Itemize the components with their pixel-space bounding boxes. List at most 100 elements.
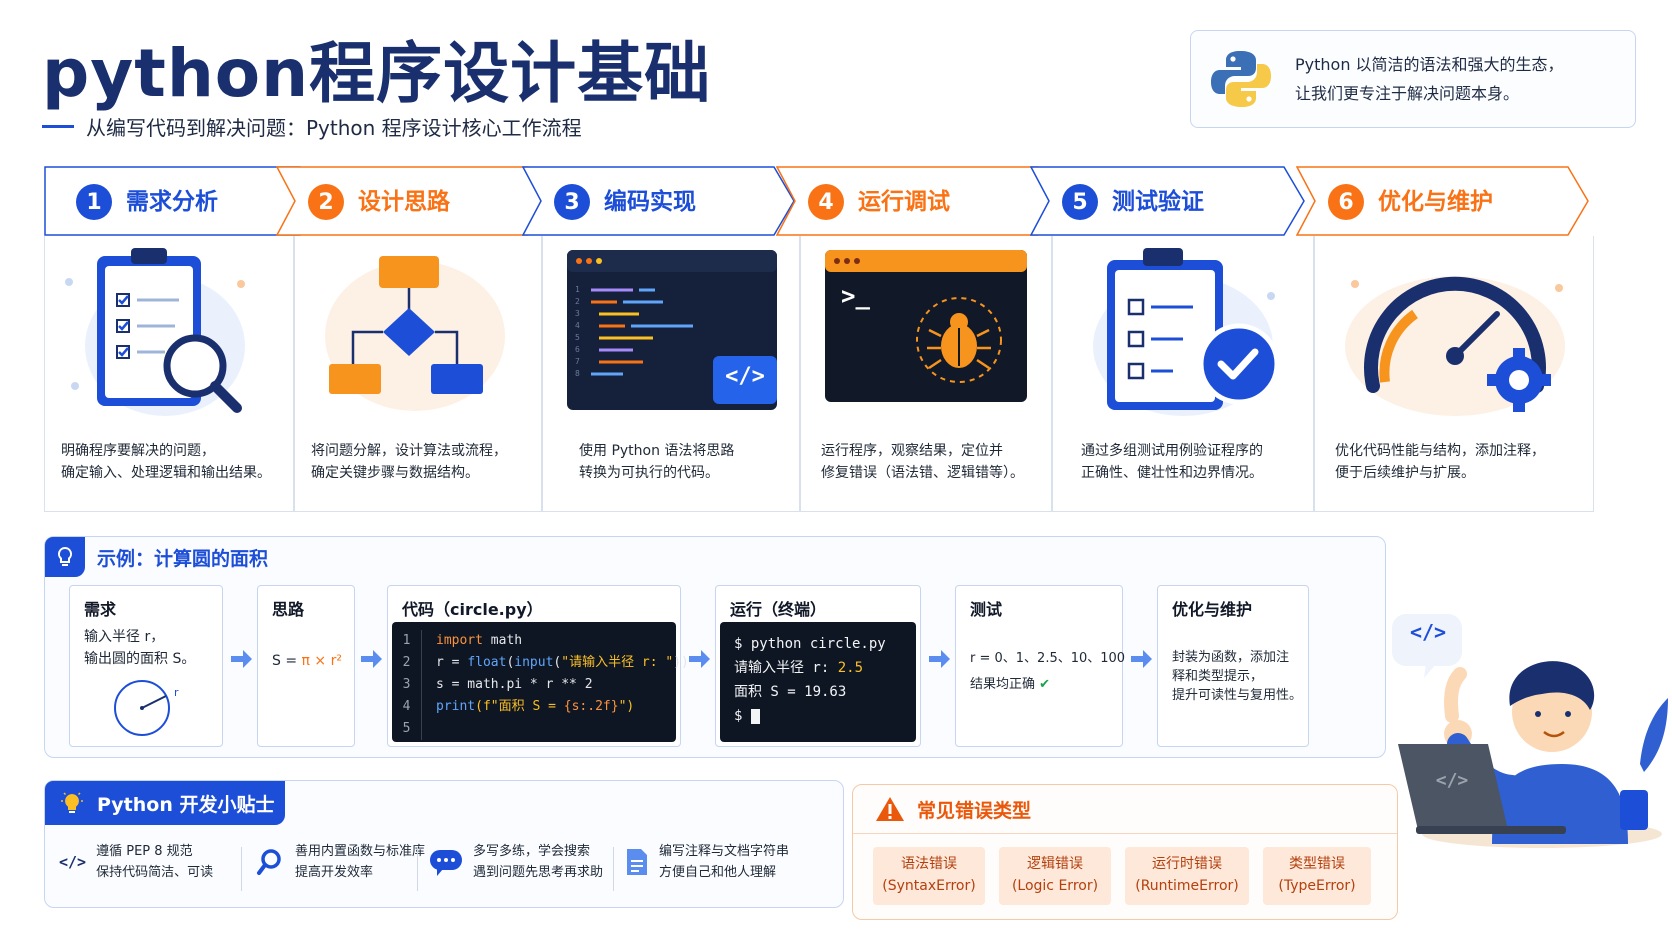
tips-header: Python 开发小贴士 — [45, 781, 285, 825]
example-opt-card: 优化与维护 封装为函数，添加注 释和类型提示， 提升可读性与复用性。 — [1157, 585, 1309, 747]
step-3-header: 3 编码实现 — [522, 166, 812, 236]
step-5-banner — [1030, 166, 1305, 236]
example-panel: 示例：计算圆的面积 需求 输入半径 r， 输出圆的面积 S。 r 思路 S = … — [44, 536, 1386, 758]
errors-panel: 常见错误类型 语法错误(SyntaxError) 逻辑错误(Logic Erro… — [852, 784, 1398, 920]
example-idea-heading: 思路 — [272, 600, 305, 619]
radius-label: r — [174, 686, 179, 699]
flowchart-icon — [325, 256, 505, 411]
arrow-right-icon — [361, 650, 382, 668]
subtitle-line — [42, 125, 74, 128]
example-test-values: r = 0、1、2.5、10、100 — [970, 651, 1126, 666]
step-5-card: 通过多组测试用例验证程序的 正确性、健壮性和边界情况。 — [1052, 236, 1314, 512]
tip-divider — [241, 847, 242, 891]
code-line-1: import math — [436, 630, 689, 652]
code-tag-icon: </> — [59, 853, 87, 871]
quote-line-2: 让我们更专注于解决问题本身。 — [1295, 84, 1520, 103]
code-line-3: s = math.pi * r ** 2 — [436, 677, 593, 692]
svg-text:5: 5 — [575, 333, 580, 342]
code-function: print — [436, 699, 476, 714]
terminal-line-3: 面积 S = 19.63 — [734, 684, 847, 700]
code-function: float — [467, 655, 507, 670]
page-subtitle: 从编写代码到解决问题：Python 程序设计核心工作流程 — [42, 112, 582, 141]
svg-text:7: 7 — [575, 357, 580, 366]
example-header: 示例：计算圆的面积 — [45, 537, 268, 577]
example-idea-card: 思路 S = π × r² — [257, 585, 355, 747]
code-text: )) — [673, 655, 689, 670]
terminal-output: $ python circle.py 请输入半径 r: 2.5 面积 S = 1… — [720, 622, 916, 742]
tip-line-2: 遇到问题先思考再求助 — [473, 865, 604, 880]
circle-radius-icon — [114, 680, 170, 736]
example-opt-line-3: 提升可读性与复用性。 — [1172, 688, 1303, 703]
code-line-number: 1 — [402, 633, 411, 648]
svg-text:2: 2 — [575, 297, 580, 306]
svg-text:8: 8 — [575, 369, 580, 378]
speech-bubble-code-tag: </> — [1409, 620, 1447, 644]
step-5-header: 5 测试验证 — [1030, 166, 1320, 236]
step-2-card: 将问题分解，设计算法或流程， 确定关键步骤与数据结构。 — [294, 236, 542, 512]
step-1-header: 1 需求分析 — [44, 166, 319, 236]
step-2-header: 2 设计思路 — [276, 166, 566, 236]
code-line-numbers: 1 2 3 4 5 — [392, 630, 422, 740]
formula-pi: π × r² — [301, 653, 342, 669]
terminal-cursor — [750, 708, 760, 724]
tips-title: Python 开发小贴士 — [97, 793, 275, 816]
step-5-desc-line-1: 通过多组测试用例验证程序的 — [1081, 443, 1263, 459]
quote-text: Python 以简洁的语法和强大的生态， 让我们更专注于解决问题本身。 — [1295, 50, 1564, 108]
speedometer-gear-icon — [1345, 276, 1565, 416]
example-opt-heading: 优化与维护 — [1172, 600, 1253, 619]
tip-text: 善用内置函数与标准库提高开发效率 — [295, 841, 425, 883]
error-type-name: 语法错误 — [901, 856, 957, 872]
arrow-right-icon — [689, 650, 710, 668]
step-6-card: 优化代码性能与结构，添加注释， 便于后续维护与扩展。 — [1314, 236, 1594, 512]
example-opt-body: 封装为函数，添加注 释和类型提示， 提升可读性与复用性。 — [1172, 648, 1302, 705]
arrow-right-icon — [929, 650, 950, 668]
errors-header: 常见错误类型 — [875, 795, 1031, 823]
check-mark-icon: ✔ — [1039, 677, 1051, 692]
formula-s: S = — [272, 653, 302, 669]
example-opt-line-2: 释和类型提示， — [1172, 669, 1264, 684]
arrow-right-icon — [231, 650, 252, 668]
step-6-number: 6 — [1328, 184, 1364, 220]
checklist-check-icon — [1093, 248, 1280, 416]
example-code-card: 代码（circle.py） 1 2 3 4 5 import math r = … — [387, 585, 689, 747]
tip-line-1: 多写多练，学会搜索 — [473, 844, 591, 859]
tip-line-1: 遵循 PEP 8 规范 — [96, 844, 193, 859]
code-text: ( — [506, 655, 515, 670]
code-tag-icon: </> — [725, 364, 765, 389]
error-type-code: (TypeError) — [1278, 878, 1356, 894]
quote-box: Python 以简洁的语法和强大的生态， 让我们更专注于解决问题本身。 — [1190, 30, 1636, 128]
quote-line-1: Python 以简洁的语法和强大的生态， — [1295, 55, 1564, 74]
code-line-4: print(f"面积 S = {s:.2f}") — [436, 696, 689, 718]
error-type-name: 运行时错误 — [1152, 856, 1222, 872]
lightbulb-icon — [61, 792, 83, 813]
example-req-card: 需求 输入半径 r， 输出圆的面积 S。 r — [69, 585, 223, 747]
arrow-right-icon — [1131, 650, 1152, 668]
error-type-code: (Logic Error) — [1011, 878, 1099, 894]
error-type-badge: 类型错误(TypeError) — [1263, 847, 1371, 905]
terminal-bug-icon — [825, 250, 1027, 402]
error-type-code: (RuntimeError) — [1135, 878, 1239, 894]
step-1-number: 1 — [76, 184, 112, 220]
svg-text:1: 1 — [575, 285, 580, 294]
chat-bubble-icon — [430, 850, 462, 876]
step-5-label: 测试验证 — [1112, 189, 1204, 215]
step-6-desc: 优化代码性能与结构，添加注释， 便于后续维护与扩展。 — [1335, 440, 1545, 484]
step-6-desc-line-1: 优化代码性能与结构，添加注释， — [1335, 443, 1545, 459]
document-icon — [627, 849, 647, 875]
example-run-heading: 运行（终端） — [730, 600, 827, 619]
example-test-result: 结果均正确 ✔ — [970, 674, 1050, 696]
step-2-desc-line-2: 确定关键步骤与数据结构。 — [311, 465, 479, 481]
step-3-label: 编码实现 — [604, 189, 696, 215]
terminal-prompt-icon: >_ — [841, 282, 870, 310]
svg-text:4: 4 — [575, 321, 580, 330]
example-test-card: 测试 r = 0、1、2.5、10、100 结果均正确 ✔ — [955, 585, 1126, 747]
programmer-illustration — [1392, 614, 1668, 848]
python-logo-icon — [1211, 51, 1271, 107]
code-string: ") — [618, 699, 635, 714]
code-string: "请输入半径 r: " — [561, 655, 674, 670]
step-4-desc-line-2: 修复错误（语法错、逻辑错等）。 — [821, 465, 1024, 481]
step-3-desc-line-1: 使用 Python 语法将思路 — [579, 443, 735, 459]
example-req-line-2: 输出圆的面积 S。 — [84, 651, 196, 667]
